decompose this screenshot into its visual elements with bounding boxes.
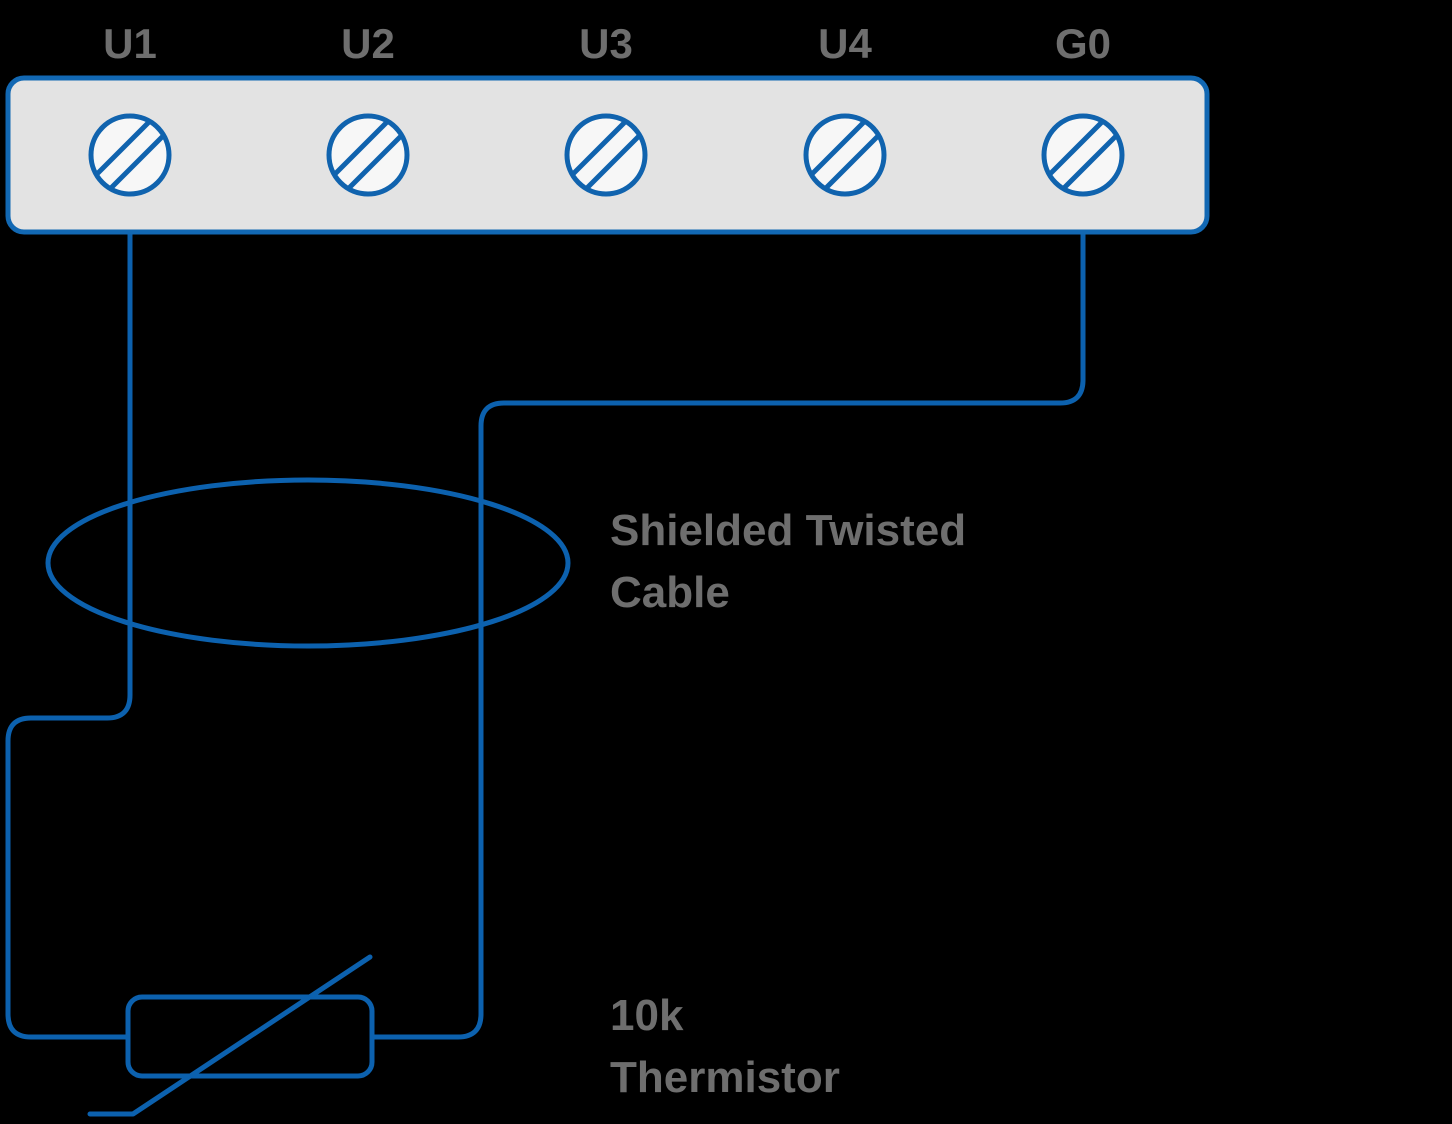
screw-slot-icon — [331, 118, 405, 192]
wire-g0-to-thermistor — [369, 227, 1086, 1040]
terminal-screw-u3[interactable] — [547, 110, 665, 200]
wire-group — [5, 227, 1086, 1040]
terminal-labels-group: U1 U2 U3 U4 G0 — [103, 20, 1111, 67]
thermistor-arrow-icon — [87, 954, 373, 1117]
terminal-screws-group — [71, 110, 1142, 200]
screw-circle-icon — [88, 113, 172, 197]
screw-slot-icon — [1046, 118, 1120, 192]
screw-circle-icon — [564, 113, 648, 197]
terminal-label-g0: G0 — [1055, 20, 1111, 67]
terminal-label-u4: U4 — [818, 20, 872, 67]
screw-circle-icon — [1041, 113, 1125, 197]
screw-slot-icon — [569, 118, 643, 192]
cable-label-line2: Cable — [610, 568, 730, 617]
terminal-screw-u2[interactable] — [309, 110, 427, 200]
screw-circle-icon — [803, 113, 887, 197]
thermistor-body — [125, 994, 375, 1079]
wire-u1-to-thermistor — [5, 227, 133, 1040]
terminal-screw-g0[interactable] — [1024, 110, 1142, 200]
terminal-screw-u4[interactable] — [786, 110, 904, 200]
screw-slot-icon — [808, 118, 882, 192]
thermistor-label-line1: 10k — [610, 991, 684, 1040]
terminal-label-u3: U3 — [579, 20, 633, 67]
shielded-cable-ellipse — [45, 477, 571, 649]
terminal-label-u1: U1 — [103, 20, 157, 67]
terminal-block[interactable] — [5, 75, 1210, 235]
annotation-group: Shielded Twisted Cable 10k Thermistor — [610, 506, 966, 1102]
terminal-label-u2: U2 — [341, 20, 395, 67]
thermistor-symbol — [87, 954, 375, 1117]
terminal-screw-u1[interactable] — [71, 110, 189, 200]
screw-slot-icon — [93, 118, 167, 192]
screw-circle-icon — [326, 113, 410, 197]
cable-label-line1: Shielded Twisted — [610, 506, 966, 555]
thermistor-label-line2: Thermistor — [610, 1053, 840, 1102]
